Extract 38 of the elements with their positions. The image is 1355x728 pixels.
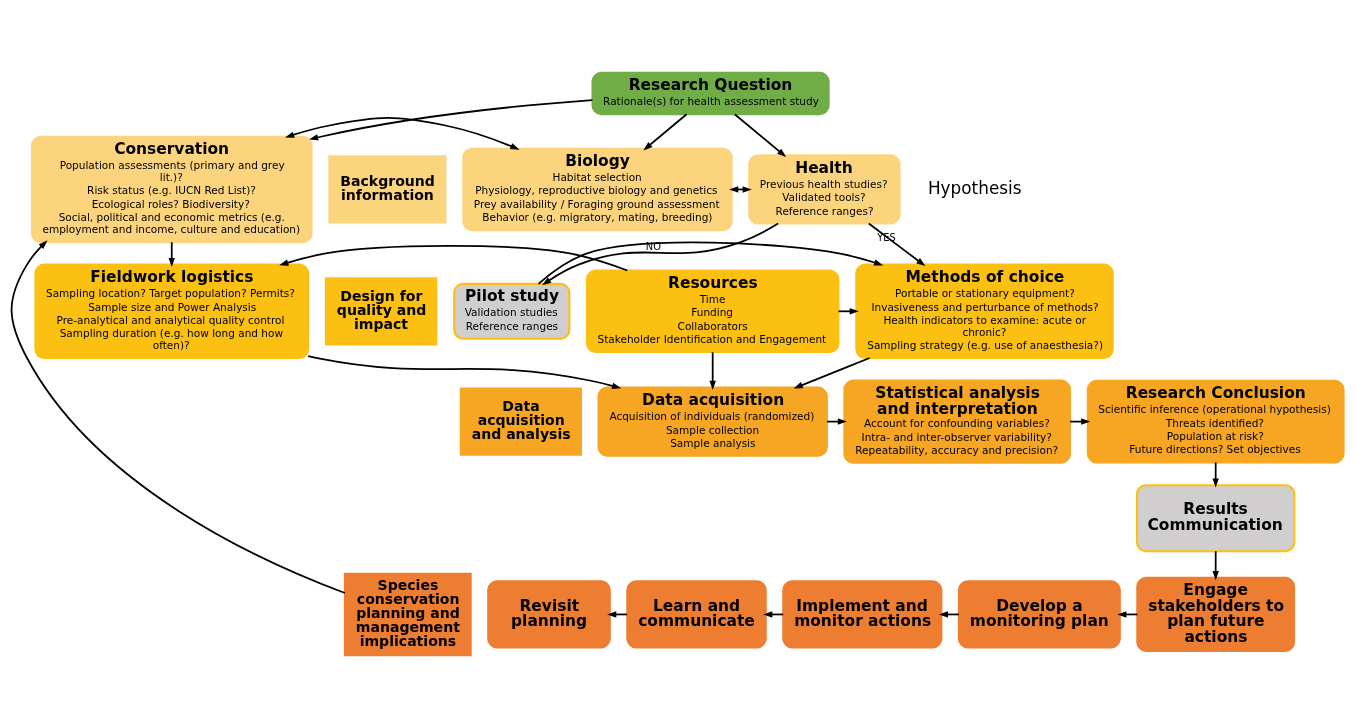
node-box: Resources Time Funding Collaborators Stakeholder Identification and Engagement — [585, 269, 840, 354]
label: Hypothesis — [927, 177, 1022, 198]
arrow — [733, 113, 787, 158]
node-box: Research Question Rationale(s) for health assessment study — [591, 71, 830, 116]
arrow — [307, 355, 622, 389]
arrow — [10, 240, 346, 594]
node-box: Develop a monitoring plan — [957, 580, 1121, 649]
node-box: Methods of choice Portable or stationary equipment? Invasiveness and perturbance of methods? Health indicators to examine: acute or chronic? Sampling strategy (e.g. use of anaesthesia?) — [855, 263, 1114, 360]
node-box: Fieldwork logistics Sampling location? Target population? Permits? Sample size and Power Analysis Pre-analytical and analytical quality control Sampling duration (e.g. how long and how often)? — [34, 263, 310, 360]
node-box: Statistical analysis and interpretation Account for confounding variables? Intra- and inter-observer variability? Repeatability, accuracy and precision? — [843, 379, 1071, 464]
node-box: Design for quality and impact — [324, 277, 438, 346]
arrow — [867, 222, 926, 267]
node-box: Engage stakeholders to plan future actions — [1136, 576, 1296, 653]
arrow — [1212, 461, 1219, 488]
arrow — [537, 241, 884, 285]
arrow — [542, 222, 780, 286]
node-box: Biology Habitat selection Physiology, reproductive biology and genetics Prey availability / Foraging ground assessment Behavior (e.g. migratory, mating, breeding) — [462, 147, 733, 232]
arrow — [643, 113, 688, 151]
node-box: Data acquisition and analysis — [459, 387, 582, 456]
arrow — [309, 99, 594, 141]
node-box: Health Previous health studies? Validated tools? Reference ranges? — [748, 154, 901, 225]
arrow — [168, 241, 175, 268]
arrow — [709, 351, 716, 390]
node-box: Background information — [328, 155, 447, 224]
arrow — [837, 308, 859, 315]
node-box: Research Conclusion Scientific inference (operational hypothesis) Threats identified? Population at risk? Future directions? Set objectives — [1086, 379, 1345, 464]
node-box: Learn and communicate — [626, 580, 767, 649]
arrow — [279, 244, 629, 272]
arrow — [793, 357, 871, 389]
node-box: Species conservation planning and management implications — [343, 572, 472, 657]
arrow — [1212, 550, 1219, 581]
arrow — [285, 117, 520, 150]
node-box: Conservation Population assessments (primary and grey lit.)? Risk status (e.g. IUCN Red List)? Ecological roles? Biodiversity? Social, political and economic metrics (e.g. employment and income, culture and education) — [30, 135, 313, 244]
node-box: Data acquisition Acquisition of individuals (randomized) Sample collection Sample analysis — [597, 386, 828, 457]
node-box: Pilot study Validation studies Reference ranges — [453, 282, 571, 340]
node-box: Revisit planning — [487, 580, 611, 649]
node-box: Implement and monitor actions — [782, 580, 943, 649]
node-box: Results Communication — [1135, 484, 1296, 553]
